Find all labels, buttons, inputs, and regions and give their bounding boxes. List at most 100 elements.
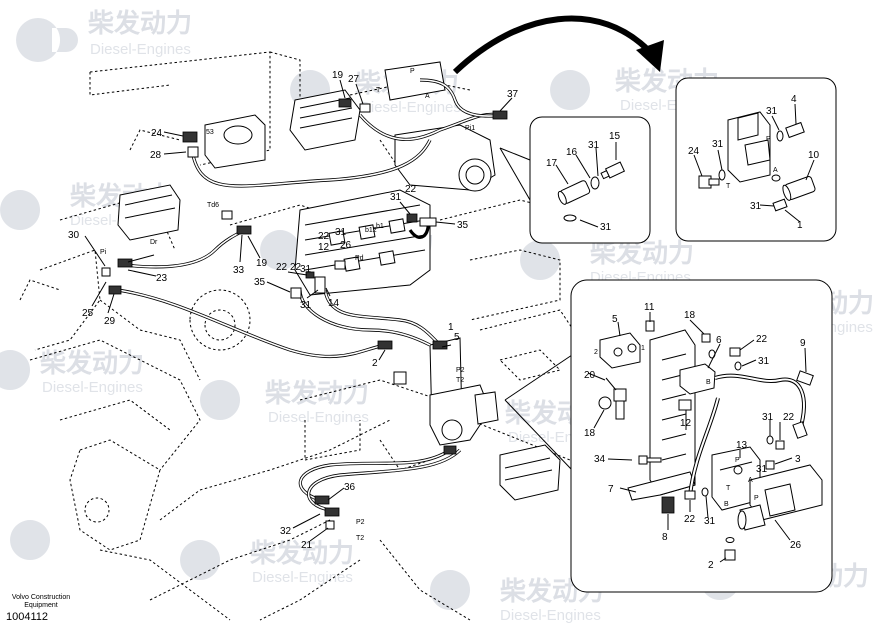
callout-label: 4 bbox=[791, 94, 797, 105]
callout-label: 22 bbox=[405, 184, 417, 195]
callout-label: 15 bbox=[609, 131, 621, 142]
detail-inset-top-right: 31 4 31 24 P 10 T A 31 1 bbox=[675, 77, 837, 242]
callout-label: 31 bbox=[766, 106, 778, 117]
watermark-en: Diesel-Engines bbox=[42, 379, 143, 396]
callout-label: Td6 bbox=[207, 202, 219, 209]
callout-label: 31 bbox=[750, 201, 762, 212]
watermark-cn: 柴发动力 bbox=[249, 538, 354, 569]
callout-label: 19 bbox=[256, 258, 268, 269]
callout-label: P bbox=[766, 136, 771, 143]
callout-label: 22 bbox=[290, 262, 302, 273]
callout-label: 14 bbox=[328, 298, 340, 309]
port-tag: P bbox=[410, 68, 415, 75]
detail-inset-top-middle: 17 16 31 15 31 bbox=[499, 116, 651, 244]
callout-label: 31 bbox=[704, 516, 716, 527]
callout-label: 22 bbox=[684, 514, 696, 525]
callout-label: 12 bbox=[318, 242, 330, 253]
main-control-valve bbox=[294, 189, 431, 296]
port-tag: P2 bbox=[456, 367, 465, 374]
callout-label: 26 bbox=[340, 240, 352, 251]
pilot-control-valve-assembly bbox=[289, 61, 496, 192]
port-letter: T bbox=[726, 485, 731, 492]
callout-label: 2 bbox=[708, 560, 714, 571]
callout-label: 2 bbox=[372, 358, 378, 369]
port-tag: T2 bbox=[456, 377, 464, 384]
callout-label: 36 bbox=[344, 482, 356, 493]
callout-label: 20 bbox=[584, 370, 596, 381]
port-letter: P bbox=[754, 495, 759, 502]
callout-label: 31 bbox=[712, 139, 724, 150]
callout-label: 1 bbox=[448, 322, 454, 333]
callout-label: 24 bbox=[151, 128, 163, 139]
drawing-number: 1004112 bbox=[6, 611, 49, 623]
callout-label: 35 bbox=[254, 277, 266, 288]
callout-label: 23 bbox=[156, 273, 168, 284]
callout-label: 16 bbox=[566, 147, 578, 158]
callout-label: 19 bbox=[332, 70, 344, 81]
callout-label: 31 bbox=[600, 222, 612, 233]
port-tag: A bbox=[425, 93, 430, 100]
callout-label: b12 bbox=[365, 227, 377, 234]
port-letter: A bbox=[748, 477, 753, 484]
footer: Volvo Construction Equipment 1004112 bbox=[6, 594, 76, 623]
machine-frame-outline bbox=[19, 51, 581, 621]
main-callouts: 19 27 37 24 53 28 22 31 35 30 Pi Td6 Dr … bbox=[68, 68, 519, 551]
callout-label: 3 bbox=[795, 454, 801, 465]
callout-label: 5 bbox=[612, 314, 618, 325]
callout-label: 1 bbox=[641, 345, 645, 352]
callout-label: 17 bbox=[546, 158, 558, 169]
callout-label: 10 bbox=[808, 150, 820, 161]
callout-label: 1 bbox=[797, 220, 803, 231]
leader-lines bbox=[84, 79, 513, 542]
watermark-en: Diesel-Engines bbox=[90, 41, 191, 58]
callout-label: 31 bbox=[390, 192, 402, 203]
callout-label: 22 bbox=[276, 262, 288, 273]
callout-label: 28 bbox=[150, 150, 162, 161]
callout-label: 6 bbox=[716, 335, 722, 346]
callout-label: 21 bbox=[301, 540, 313, 551]
rear-block bbox=[204, 114, 266, 169]
callout-label: P2 bbox=[356, 519, 365, 526]
callout-arrow bbox=[452, 15, 664, 75]
watermark-cn: 柴发动力 bbox=[264, 378, 369, 409]
detail-inset-bottom-right: 5 11 18 6 22 31 9 20 2 1 18 12 22 31 3 3… bbox=[504, 279, 833, 593]
port-letter: B bbox=[724, 501, 729, 508]
callout-label: 33 bbox=[233, 265, 245, 276]
callout-label: 8 bbox=[662, 532, 668, 543]
callout-label: 18 bbox=[584, 428, 596, 439]
watermark-en: Diesel-Engines bbox=[268, 409, 369, 426]
callout-label: 22 bbox=[318, 231, 330, 242]
callout-label: 5 bbox=[454, 332, 460, 343]
watermark-en: Diesel-Engines bbox=[360, 99, 461, 116]
callout-label: 31 bbox=[588, 140, 600, 151]
watermark-cn: 柴发动力 bbox=[87, 8, 192, 39]
port-letter: B bbox=[706, 379, 711, 386]
port-tag: T bbox=[376, 87, 381, 94]
callout-label: b1 bbox=[376, 223, 384, 230]
callout-label: 31 bbox=[300, 300, 312, 311]
callout-label: 13 bbox=[736, 440, 748, 451]
callout-label: T bbox=[726, 183, 731, 190]
port-letter: P bbox=[735, 457, 740, 464]
callout-label: T2 bbox=[356, 535, 364, 542]
callout-label: 24 bbox=[688, 146, 700, 157]
callout-label: 27 bbox=[348, 74, 360, 85]
callout-label: 31 bbox=[762, 412, 774, 423]
solenoid-valve-bracket bbox=[429, 337, 499, 446]
hydraulic-hoses bbox=[117, 78, 506, 512]
callout-label: Pd bbox=[355, 255, 364, 262]
callout-label: 2 bbox=[594, 349, 598, 356]
callout-label: Pi bbox=[100, 249, 107, 256]
callout-label: 32 bbox=[280, 526, 292, 537]
callout-label: 9 bbox=[800, 338, 806, 349]
watermark-en: Diesel-Engines bbox=[500, 607, 601, 624]
callout-label: 37 bbox=[507, 89, 519, 100]
callout-label: 31 bbox=[335, 227, 347, 238]
callout-label: 29 bbox=[104, 316, 116, 327]
callout-label: 35 bbox=[457, 220, 469, 231]
callout-label: A bbox=[773, 167, 778, 174]
port-tag: Pi1 bbox=[465, 125, 475, 132]
callout-label: 31 bbox=[300, 264, 312, 275]
